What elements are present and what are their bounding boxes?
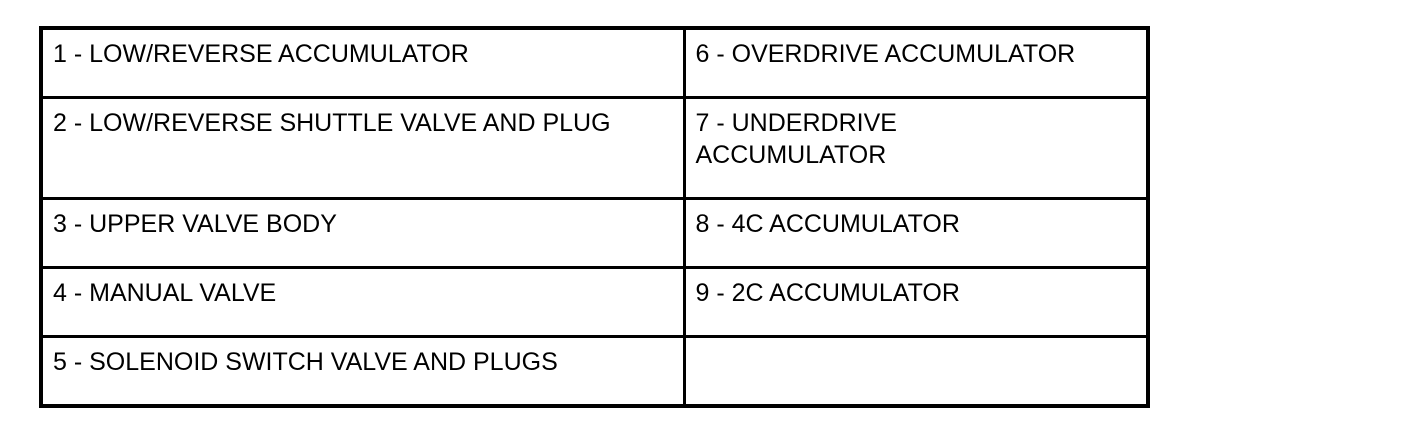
legend-item-7: 7 - UNDERDRIVE ACCUMULATOR — [695, 108, 897, 169]
legend-cell: 8 - 4C ACCUMULATOR — [682, 196, 1150, 269]
table-row: 2 - LOW/REVERSE SHUTTLE VALVE AND PLUG 7… — [39, 95, 1150, 200]
legend-cell: 1 - LOW/REVERSE ACCUMULATOR — [39, 26, 686, 99]
legend-item-5: 5 - SOLENOID SWITCH VALVE AND PLUGS — [53, 347, 558, 376]
legend-cell-empty — [682, 334, 1150, 408]
legend-item-3: 3 - UPPER VALVE BODY — [53, 209, 337, 238]
legend-item-1: 1 - LOW/REVERSE ACCUMULATOR — [53, 40, 469, 68]
legend-cell: 6 - OVERDRIVE ACCUMULATOR — [682, 26, 1150, 99]
legend-item-9: 9 - 2C ACCUMULATOR — [695, 278, 960, 307]
legend-cell: 2 - LOW/REVERSE SHUTTLE VALVE AND PLUG — [39, 95, 686, 200]
legend-item-6: 6 - OVERDRIVE ACCUMULATOR — [695, 40, 1076, 68]
legend-cell: 7 - UNDERDRIVE ACCUMULATOR — [682, 95, 1150, 200]
legend-cell: 9 - 2C ACCUMULATOR — [682, 265, 1150, 338]
legend-cell: 3 - UPPER VALVE BODY — [39, 196, 686, 269]
legend-item-2: 2 - LOW/REVERSE SHUTTLE VALVE AND PLUG — [53, 108, 611, 137]
parts-legend-table: 1 - LOW/REVERSE ACCUMULATOR 6 - OVERDRIV… — [39, 26, 1150, 408]
table-row: 3 - UPPER VALVE BODY 8 - 4C ACCUMULATOR — [39, 196, 1150, 269]
table-row: 1 - LOW/REVERSE ACCUMULATOR 6 - OVERDRIV… — [39, 26, 1150, 99]
legend-item-8: 8 - 4C ACCUMULATOR — [695, 209, 960, 238]
legend-item-4: 4 - MANUAL VALVE — [53, 278, 277, 307]
legend-cell: 4 - MANUAL VALVE — [39, 265, 686, 338]
legend-cell: 5 - SOLENOID SWITCH VALVE AND PLUGS — [39, 334, 686, 408]
table-row: 4 - MANUAL VALVE 9 - 2C ACCUMULATOR — [39, 265, 1150, 338]
table-row: 5 - SOLENOID SWITCH VALVE AND PLUGS — [39, 334, 1150, 408]
